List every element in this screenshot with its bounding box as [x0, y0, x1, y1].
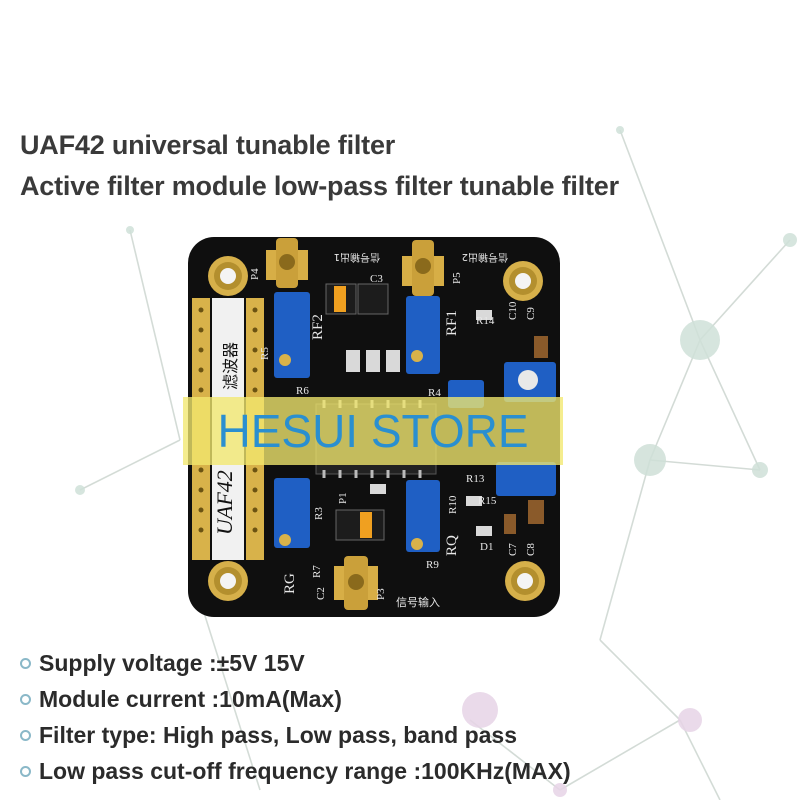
silk-label: R3	[313, 507, 325, 520]
silk-label: RQ	[444, 535, 460, 556]
silk-label: D1	[480, 541, 493, 553]
silk-label: C10	[507, 301, 519, 320]
spec-item: Filter type: High pass, Low pass, band p…	[20, 722, 517, 749]
silk-label: RF1	[444, 310, 460, 336]
silk-label: C9	[525, 307, 537, 320]
silk-label: R4	[428, 387, 441, 399]
silk-product-name: UAF42	[212, 470, 237, 535]
silk-input-label: 信号输入	[396, 595, 440, 609]
spec-item: Low pass cut-off frequency range :100KHz…	[20, 758, 571, 785]
silk-header-left: 信号输出1	[334, 251, 380, 264]
title-line-1: UAF42 universal tunable filter	[20, 130, 396, 160]
silk-label: RG	[282, 573, 298, 594]
silk-label: R14	[476, 315, 495, 327]
mounting-holes	[208, 256, 545, 601]
sma-connector-top-right	[402, 240, 444, 296]
spec-text: Module current :10mA(Max)	[39, 686, 342, 712]
silk-label: R13	[466, 473, 485, 485]
spec-text: Low pass cut-off frequency range :100KHz…	[39, 758, 571, 784]
silk-label: R6	[296, 385, 309, 397]
bullet-circle-icon	[20, 694, 31, 705]
title-line-2: Active filter module low-pass filter tun…	[20, 171, 619, 201]
silk-label: R5	[259, 347, 271, 360]
silk-label: RF2	[310, 314, 326, 340]
silk-label: C7	[507, 543, 519, 556]
silk-label: R15	[478, 495, 497, 507]
spec-text: Supply voltage :±5V 15V	[39, 650, 305, 676]
spec-item: Module current :10mA(Max)	[20, 686, 342, 713]
silk-label: R9	[426, 559, 439, 571]
silk-product-cn: 滤波器	[221, 342, 240, 390]
bullet-circle-icon	[20, 730, 31, 741]
sma-connector-bottom	[334, 556, 378, 610]
silk-label: P4	[249, 268, 261, 280]
spec-item: Supply voltage :±5V 15V	[20, 650, 305, 677]
spec-text: Filter type: High pass, Low pass, band p…	[39, 722, 517, 748]
silk-header-right: 信号输出2	[462, 251, 508, 264]
silk-label: C8	[525, 543, 537, 556]
silk-label: P3	[375, 588, 387, 600]
bullet-circle-icon	[20, 766, 31, 777]
store-watermark: HESUI STORE	[183, 397, 563, 465]
silk-label: C3	[370, 273, 383, 285]
silk-label: P5	[451, 272, 463, 284]
silk-label: P1	[337, 492, 349, 504]
silk-label: R10	[447, 495, 459, 514]
silk-label: C2	[315, 587, 327, 600]
silk-label: R7	[311, 565, 323, 578]
sma-connector-top-left	[266, 238, 308, 288]
jumper-headers	[325, 283, 389, 541]
bullet-circle-icon	[20, 658, 31, 669]
